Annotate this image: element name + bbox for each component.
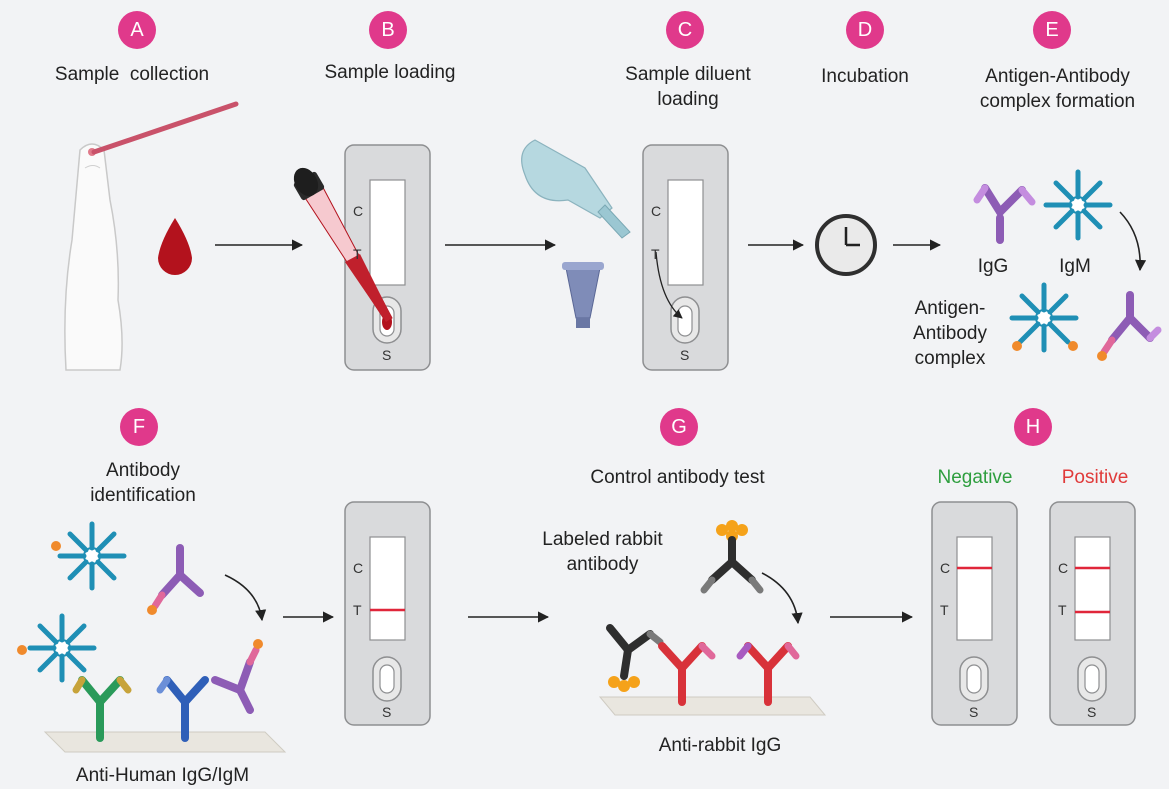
step-badge-f: F	[120, 408, 158, 446]
positive-t-label: T	[1058, 602, 1067, 618]
negative-t-label: T	[940, 602, 949, 618]
lancet-icon	[91, 101, 239, 155]
cassette-c-t-label: T	[651, 246, 660, 262]
clock-icon	[815, 214, 877, 276]
step-g-title: Control antibody test	[590, 467, 765, 488]
step-b-title: Sample loading	[324, 62, 456, 83]
bound-igm-icon	[17, 613, 97, 683]
cassette-b-t-label: T	[353, 246, 362, 262]
diluent-bottle-icon	[521, 139, 631, 239]
negative-c-label: C	[940, 560, 950, 576]
test-cassette-c	[642, 144, 729, 371]
anti-human-igm-icon	[156, 676, 209, 742]
anti-rabbit-igg-icon-1	[658, 642, 716, 706]
negative-s-label: S	[969, 704, 978, 720]
test-cassette-f	[344, 501, 431, 726]
step-badge-c: C	[666, 11, 704, 49]
flow-arrows	[215, 211, 1147, 625]
step-badge-b: B	[369, 11, 407, 49]
igm-antibody-icon	[1043, 169, 1113, 241]
cassette-b-s-label: S	[382, 347, 391, 363]
dropper-icon	[293, 167, 393, 323]
blood-drop-icon	[158, 218, 192, 275]
cassette-c-c-label: C	[651, 203, 661, 219]
step-badge-e: E	[1033, 11, 1071, 49]
cassette-f-c-label: C	[353, 560, 363, 576]
step-c-title: Sample diluent loading	[625, 64, 751, 110]
finger-icon	[64, 143, 123, 371]
positive-cassette	[1049, 501, 1136, 726]
cassette-c-s-label: S	[680, 347, 689, 363]
negative-label: Negative	[937, 467, 1013, 488]
anti-rabbit-label: Anti-rabbit IgG	[658, 735, 782, 756]
bound-igg-icon	[211, 639, 263, 714]
step-e-title: Antigen-Antibody complex formation	[979, 66, 1136, 112]
anti-human-igg-icon	[72, 676, 132, 742]
step-badge-a: A	[118, 11, 156, 49]
step-a-title: Sample collection	[54, 64, 210, 85]
bound-rabbit-antibody-icon	[606, 624, 664, 692]
positive-s-label: S	[1087, 704, 1096, 720]
anti-rabbit-igg-icon-2	[736, 642, 800, 706]
igm-label: IgM	[1059, 256, 1091, 277]
negative-cassette	[931, 501, 1018, 726]
free-igg-icon	[147, 544, 204, 615]
antibody-surface-f	[43, 731, 287, 753]
bottle-cap-icon	[562, 262, 604, 328]
step-badge-h: H	[1014, 408, 1052, 446]
step-badge-g: G	[660, 408, 698, 446]
igg-label: IgG	[977, 256, 1009, 277]
igg-antibody-icon	[973, 184, 1036, 244]
igg-complex-icon	[1097, 291, 1162, 361]
antibody-surface-g	[598, 696, 827, 716]
complex-label: Antigen- Antibody complex	[913, 298, 987, 369]
positive-c-label: C	[1058, 560, 1068, 576]
step-f-title: Antibody identification	[90, 460, 196, 506]
free-igm-icon	[51, 521, 127, 591]
cassette-f-s-label: S	[382, 704, 391, 720]
cassette-b-c-label: C	[353, 203, 363, 219]
step-badge-d: D	[846, 11, 884, 49]
labeled-rabbit-antibody-icon	[700, 520, 764, 594]
igm-complex-icon	[1009, 282, 1079, 353]
cassette-f-t-label: T	[353, 602, 362, 618]
test-cassette-b	[344, 144, 431, 371]
anti-human-label: Anti-Human IgG/IgM	[75, 765, 250, 786]
step-d-title: Incubation	[821, 66, 909, 87]
labeled-rabbit-label: Labeled rabbit antibody	[542, 529, 663, 575]
positive-label: Positive	[1061, 467, 1129, 488]
